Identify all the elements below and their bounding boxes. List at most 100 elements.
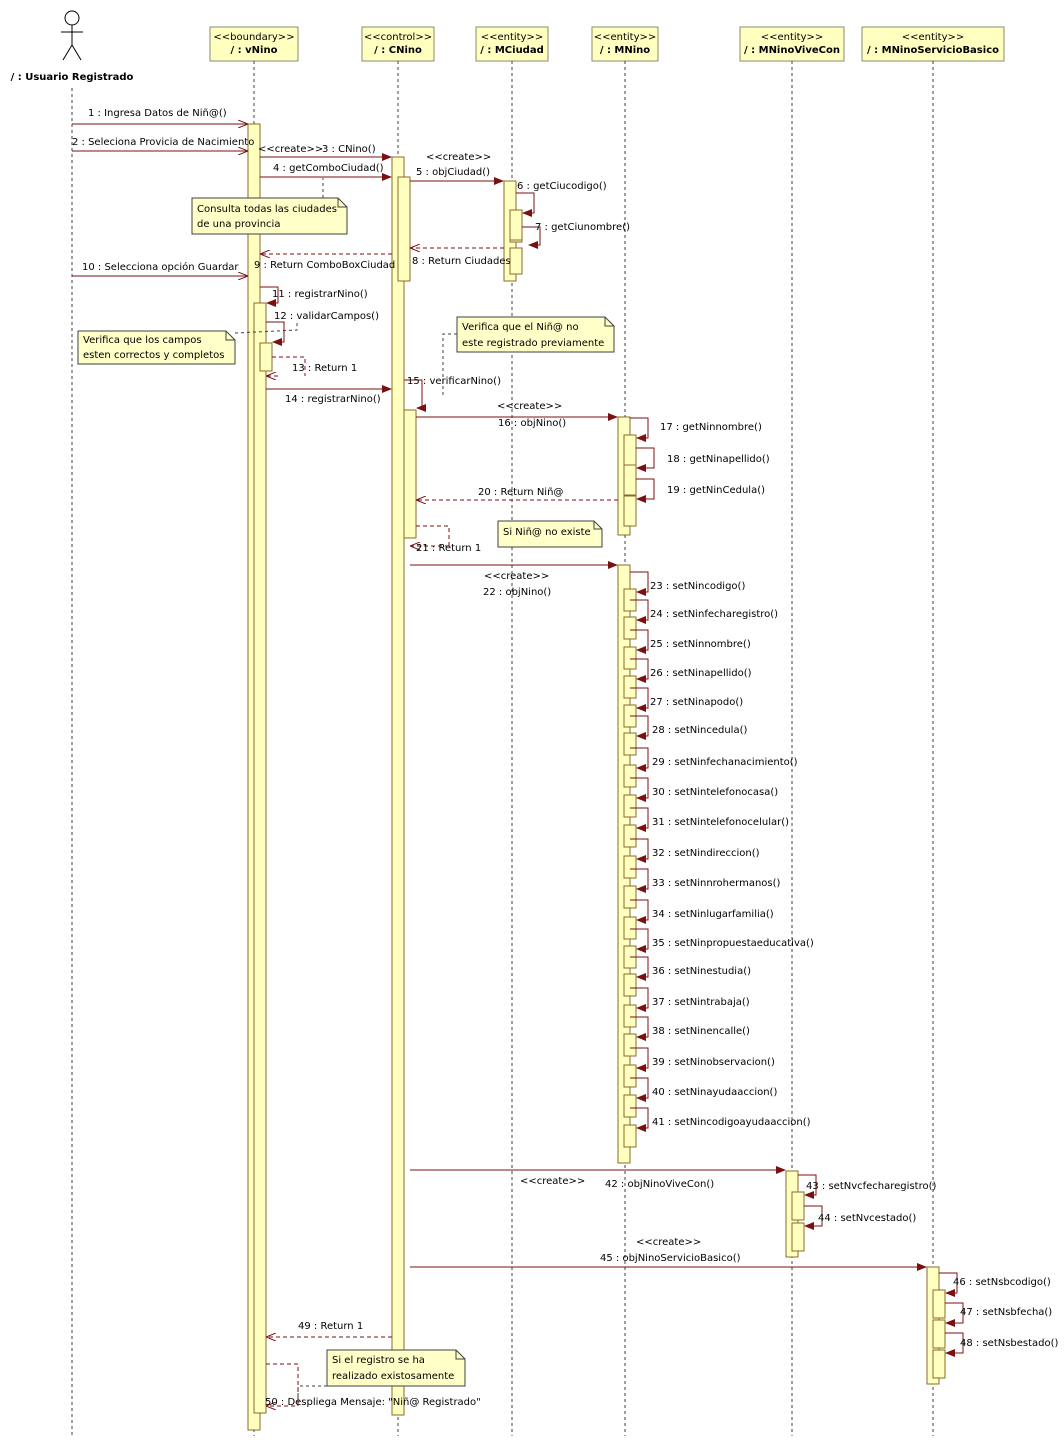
self-call-arrow xyxy=(630,658,649,683)
message-label: 35 : setNinpropuestaeducativa() xyxy=(652,938,814,949)
participant-stereotype: <<entity>> xyxy=(594,32,657,43)
nested-activation xyxy=(791,1222,805,1252)
note-line: Verifica que el Niñ@ no xyxy=(462,322,579,333)
note-verifica-nino: Verifica que el Niñ@ no este registrado … xyxy=(442,316,615,398)
message-label: 11 : registrarNino() xyxy=(272,289,368,300)
participant-MNinoServicioBasico: <<entity>> / : MNinoServicioBasico xyxy=(861,26,1005,62)
message-label: 16 : objNino() xyxy=(498,418,566,429)
nested-activation xyxy=(623,495,637,527)
nested-activation xyxy=(932,1289,946,1319)
self-call-arrow xyxy=(630,571,649,596)
message-label: 48 : setNsbestado() xyxy=(960,1338,1059,1349)
message-label: 17 : getNinnombre() xyxy=(660,422,762,433)
self-call-arrow xyxy=(630,1047,649,1072)
message-label: 44 : setNvcestado() xyxy=(818,1213,916,1224)
message-label: 15 : verificarNino() xyxy=(407,376,501,387)
activation-CNino xyxy=(391,156,405,1416)
message-label: 25 : setNinnombre() xyxy=(650,639,751,650)
self-call-arrow xyxy=(945,1302,964,1327)
self-call-arrow xyxy=(630,747,649,772)
create-stereotype-label: <<create>> xyxy=(497,401,562,412)
message-label: 14 : registrarNino() xyxy=(285,394,381,405)
nested-activation xyxy=(623,1124,637,1148)
participant-name: / : CNino xyxy=(374,45,422,56)
self-call-arrow xyxy=(630,987,649,1012)
participant-stereotype: <<entity>> xyxy=(481,32,544,43)
return-path xyxy=(272,356,306,376)
message-label: 5 : objCiudad() xyxy=(416,167,490,178)
nested-activation xyxy=(932,1319,946,1349)
note-line: realizado existosamente xyxy=(332,1371,454,1382)
self-call-arrow xyxy=(516,192,535,217)
note-line: de una provincia xyxy=(197,219,280,230)
self-call-arrow xyxy=(630,1077,649,1102)
activation-vNino-nested xyxy=(253,302,267,1414)
message-label: 1 : Ingresa Datos de Niñ@() xyxy=(88,108,227,119)
message-label: 10 : Selecciona opción Guardar xyxy=(82,261,239,273)
note-line: este registrado previamente xyxy=(462,338,604,349)
nested-activation xyxy=(623,616,637,640)
message-label: 24 : setNinfecharegistro() xyxy=(650,609,778,620)
message-label: 23 : setNincodigo() xyxy=(650,581,745,592)
message-label: 34 : setNinlugarfamilia() xyxy=(652,909,774,920)
participant-CNino: <<control>> / : CNino xyxy=(361,26,435,62)
message-label: 31 : setNintelefonocelular() xyxy=(652,817,789,828)
message-label: 8 : Return Ciudades xyxy=(412,256,511,267)
message-label: 40 : setNinayudaaccion() xyxy=(652,1087,777,1098)
message-label: 36 : setNinestudia() xyxy=(652,966,751,977)
message-label: 13 : Return 1 xyxy=(292,363,357,374)
message-label: 45 : objNinoServicioBasico() xyxy=(600,1253,741,1264)
create-stereotype-label: <<create>> xyxy=(484,571,549,582)
nested-activation xyxy=(623,732,637,756)
message-label: 32 : setNindireccion() xyxy=(652,848,760,859)
message-label: 28 : setNincedula() xyxy=(652,725,747,736)
nested-activation xyxy=(623,675,637,699)
participant-name: / : MNinoServicioBasico xyxy=(867,45,999,56)
nested-activation xyxy=(623,824,637,848)
actor-usuario-registrado: / : Usuario Registrado xyxy=(11,10,134,83)
self-call-arrow xyxy=(630,1107,649,1132)
activation-vNino-validar xyxy=(259,342,273,372)
message-label: 9 : Return ComboBoxCiudad xyxy=(254,260,395,271)
nested-activation xyxy=(623,764,637,788)
participant-stereotype: <<control>> xyxy=(364,32,432,43)
create-stereotype-label: <<create>> xyxy=(258,144,323,155)
participant-stereotype: <<entity>> xyxy=(761,32,824,43)
return-path xyxy=(416,525,450,546)
message-label: 38 : setNinencalle() xyxy=(652,1026,750,1037)
message-label: 46 : setNsbcodigo() xyxy=(953,1277,1051,1288)
self-call-arrow xyxy=(798,1174,817,1199)
nested-activation xyxy=(623,1033,637,1057)
self-call-arrow xyxy=(630,956,649,981)
nested-activation xyxy=(623,794,637,818)
participant-name: / : vNino xyxy=(231,45,278,56)
nested-activation xyxy=(623,973,637,997)
note-si-nino-no-existe: Si Niñ@ no existe xyxy=(497,520,603,548)
self-call-arrow xyxy=(636,447,655,472)
message-label: 21 : Return 1 xyxy=(416,543,481,554)
nested-activation xyxy=(791,1191,805,1221)
self-call-arrow xyxy=(630,715,649,740)
self-call-arrow xyxy=(630,599,649,624)
message-label: 19 : getNinCedula() xyxy=(667,485,765,496)
participant-MNinoViveCon: <<entity>> / : MNinoViveCon xyxy=(739,26,845,62)
nested-activation xyxy=(509,209,523,241)
self-call-arrow xyxy=(630,687,649,712)
self-call-layer xyxy=(509,209,946,1379)
self-call-arrow xyxy=(804,1205,823,1230)
message-label: 12 : validarCampos() xyxy=(274,311,379,322)
nested-activation xyxy=(623,855,637,879)
nested-activation xyxy=(623,464,637,496)
message-label: 20 : Return Niñ@ xyxy=(478,487,563,498)
message-label: 7 : getCiunombre() xyxy=(535,222,630,233)
note-verifica-campos: Verifica que los campos esten correctos … xyxy=(77,320,298,365)
note-line: Consulta todas las ciudades xyxy=(197,204,337,215)
activation-CNino-verificar xyxy=(403,409,417,539)
message-label: 33 : setNinnrohermanos() xyxy=(652,878,781,889)
participant-MCiudad: <<entity>> / : MCiudad xyxy=(475,26,549,62)
message-label: 29 : setNinfechanacimiento() xyxy=(652,757,798,768)
self-call-arrow xyxy=(630,838,649,863)
message-label: 26 : setNinapellido() xyxy=(650,668,752,679)
message-label: 30 : setNintelefonocasa() xyxy=(652,787,778,798)
